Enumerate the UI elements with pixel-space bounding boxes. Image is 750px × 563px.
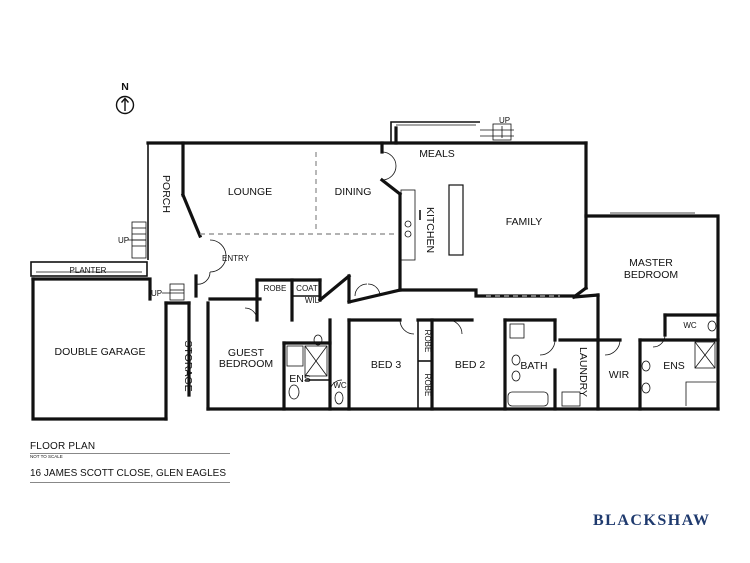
room-double-garage: DOUBLE GARAGE (54, 346, 145, 358)
room-laundry: LAUNDRY (577, 347, 589, 397)
room-robe-bed3: ROBE (423, 330, 432, 353)
room-bath: BATH (520, 360, 547, 372)
room-family: FAMILY (506, 216, 543, 228)
room-robe-hall: ROBE (264, 284, 287, 293)
room-wc-guest: WC (333, 381, 347, 390)
address-divider (30, 482, 230, 483)
room-master-bedroom-line2: BEDROOM (624, 269, 678, 281)
room-wir: WIR (609, 369, 630, 381)
brand-logo: BLACKSHAW (593, 512, 711, 529)
caption-divider (30, 453, 230, 454)
room-bed2: BED 2 (455, 359, 486, 371)
room-ens-master: ENS (663, 360, 685, 372)
room-ens-guest: ENS (289, 373, 311, 385)
room-planter: PLANTER (70, 266, 107, 275)
north-label: N (121, 81, 129, 93)
north-compass: N (115, 81, 135, 115)
stair-up-porch: UP (118, 236, 129, 245)
room-entry: ENTRY (222, 254, 250, 263)
room-dining: DINING (335, 186, 372, 198)
room-master-bedroom-line1: MASTER (629, 257, 673, 269)
room-labels: MEALS LOUNGE DINING PORCH KITCHEN FAMILY… (54, 148, 696, 397)
room-guest-bedroom-line1: GUEST (228, 347, 265, 359)
stair-up-garage: UP (151, 289, 162, 298)
room-kitchen: KITCHEN (424, 207, 436, 253)
scale-note: NOT TO SCALE (30, 454, 63, 459)
stair-up-family: UP (499, 116, 510, 125)
room-meals: MEALS (419, 148, 455, 160)
room-robe-bed2: ROBE (423, 374, 432, 397)
room-wil: WIL (305, 296, 320, 305)
room-coat: COAT (296, 284, 318, 293)
room-storage: STORAGE (182, 340, 194, 391)
room-guest-bedroom-line2: BEDROOM (219, 358, 273, 370)
room-bed3: BED 3 (371, 359, 402, 371)
room-porch: PORCH (160, 175, 172, 213)
door-swings (195, 151, 666, 393)
property-address: 16 JAMES SCOTT CLOSE, GLEN EAGLES (30, 468, 226, 479)
room-wc-master: WC (683, 321, 697, 330)
interior-walls (164, 141, 720, 421)
room-lounge: LOUNGE (228, 186, 272, 198)
floor-plan-title: FLOOR PLAN (30, 441, 96, 452)
open-plan-dividers (200, 152, 560, 297)
stairs: UP UP UP (118, 116, 512, 301)
